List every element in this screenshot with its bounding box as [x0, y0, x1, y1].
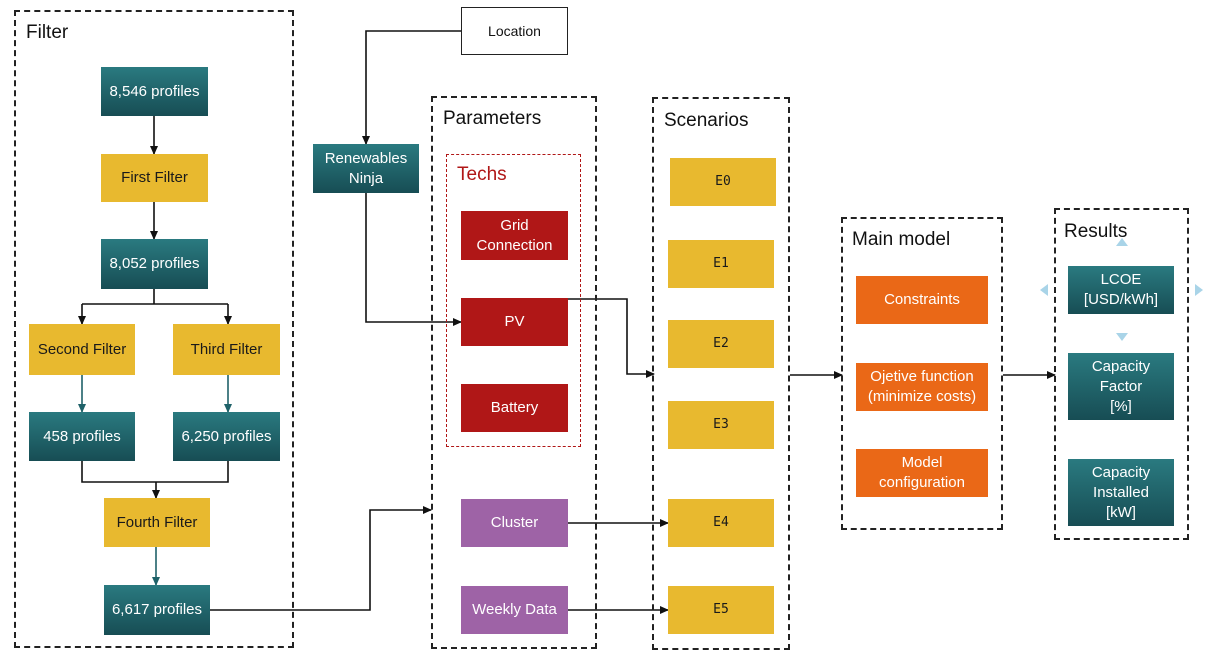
arrow-pv-to-scenarios [567, 298, 655, 378]
nav-right-icon [1195, 284, 1203, 296]
lcoe-node: LCOE [USD/kWh] [1068, 266, 1174, 314]
main-model-group-title: Main model [852, 229, 951, 250]
profiles-6250-node: 6,250 profiles [173, 412, 280, 461]
scenarios-group-title: Scenarios [664, 110, 749, 131]
model-configuration-node: Model configuration [856, 449, 988, 497]
fourth-filter-node: Fourth Filter [104, 498, 210, 547]
parameters-group-title: Parameters [443, 108, 542, 129]
objective-function-node: Ojetive function (minimize costs) [856, 363, 988, 411]
scenario-e3-node: E3 [668, 401, 774, 449]
arrow-location-to-renewables-ninja [362, 30, 461, 145]
weekly-data-node: Weekly Data [461, 586, 568, 634]
results-group-title: Results [1064, 221, 1128, 242]
cluster-node: Cluster [461, 499, 568, 547]
scenario-e5-node: E5 [668, 586, 774, 634]
parameters-group: Parameters [431, 96, 597, 649]
scenario-e4-node: E4 [668, 499, 774, 547]
scenario-e0-node: E0 [670, 158, 776, 206]
pv-node: PV [461, 298, 568, 346]
line-merge-to-fourth-filter [81, 461, 229, 498]
grid-connection-node: Grid Connection [461, 211, 568, 260]
nav-up-icon [1116, 238, 1128, 246]
capacity-factor-node: Capacity Factor [%] [1068, 353, 1174, 420]
third-filter-node: Third Filter [173, 324, 280, 375]
results-group: Results [1054, 208, 1189, 540]
line-8052-split [82, 289, 228, 305]
profiles-458-node: 458 profiles [29, 412, 135, 461]
capacity-installed-node: Capacity Installed [kW] [1068, 459, 1174, 526]
profiles-8052-node: 8,052 profiles [101, 239, 208, 289]
filter-group: Filter [14, 10, 294, 648]
battery-node: Battery [461, 384, 568, 432]
scenarios-group: Scenarios [652, 97, 790, 650]
techs-group-title: Techs [457, 164, 507, 185]
renewables-ninja-node: Renewables Ninja [313, 144, 419, 193]
profiles-6617-node: 6,617 profiles [104, 585, 210, 635]
nav-down-icon [1116, 333, 1128, 341]
location-node: Location [461, 7, 568, 55]
profiles-8546-node: 8,546 profiles [101, 67, 208, 116]
constraints-node: Constraints [856, 276, 988, 324]
second-filter-node: Second Filter [29, 324, 135, 375]
arrow-6617-to-parameters [210, 506, 432, 611]
main-model-group: Main model [841, 217, 1003, 530]
first-filter-node: First Filter [101, 154, 208, 202]
nav-left-icon [1040, 284, 1048, 296]
scenario-e1-node: E1 [668, 240, 774, 288]
arrow-renewables-ninja-to-pv [365, 193, 462, 326]
filter-group-title: Filter [26, 22, 69, 43]
techs-group: Techs [446, 154, 581, 447]
scenario-e2-node: E2 [668, 320, 774, 368]
